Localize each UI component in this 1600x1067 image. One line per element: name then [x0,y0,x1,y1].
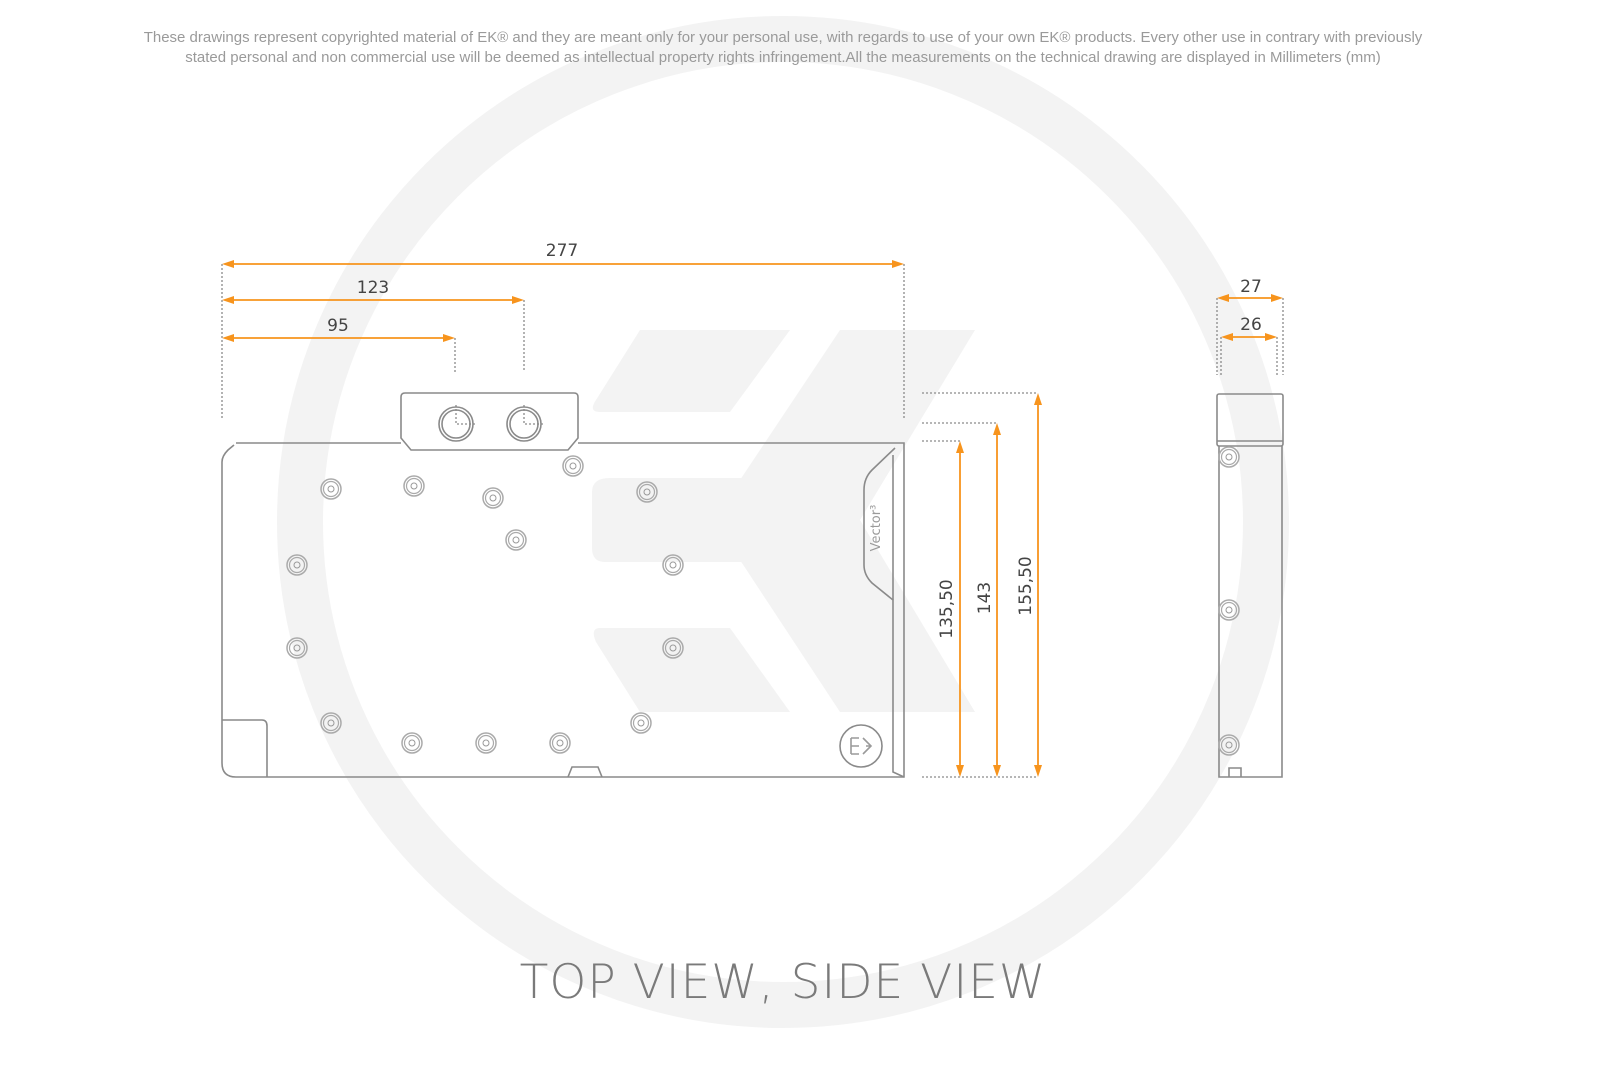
screw-icon [662,637,684,659]
dim-26-label: 26 [1240,315,1262,335]
board-outline [221,442,905,778]
port-2 [506,405,543,442]
watermark-k [732,330,975,712]
screw-icon [286,637,308,659]
dim-155-50: 155,50 [1016,393,1042,777]
dim-277-label: 277 [546,241,578,261]
dim-95: 95 [222,316,455,342]
screw-icon [636,481,658,503]
screw-icon [475,732,497,754]
side-terminal [1216,393,1284,447]
terminal-block [400,392,579,451]
screws [286,455,684,754]
dim-155-50-label: 155,50 [1016,556,1036,615]
screw-icon [320,712,342,734]
screw-icon [401,732,423,754]
screw-icon [505,529,527,551]
screw-icon [320,478,342,500]
side-view: 27 26 [1216,277,1284,778]
screw-icon [403,475,425,497]
screw-icon [1218,446,1240,468]
vector-badge-text: Vector³ [869,505,884,552]
screw-icon [482,487,504,509]
copyright-disclaimer: These drawings represent copyrighted mat… [0,28,1566,68]
screw-icon [562,455,584,477]
dim-123-label: 123 [357,278,389,298]
screw-icon [1218,599,1240,621]
dim-135-50: 135,50 [937,441,964,777]
top-view-dimensions: 277 123 95 135,50 143 155,50 [221,241,1042,778]
screw-icon [630,712,652,734]
corner-block [222,719,268,777]
ek-logo-badge [839,724,883,768]
watermark-e-mid [592,478,760,562]
bottom-notch [567,766,603,778]
watermark-e-bottom [593,628,790,712]
watermark-e-top [592,330,790,412]
ek-watermark [277,16,1289,1028]
screw-icon [286,554,308,576]
dim-26: 26 [1221,315,1277,341]
side-screws [1218,446,1240,756]
disclaimer-line-2: stated personal and non commercial use w… [185,49,1381,66]
dim-135-50-label: 135,50 [937,579,957,638]
view-title: TOP VIEW, SIDE VIEW [519,955,1047,1010]
top-view: Vector³ [221,392,905,778]
dim-27: 27 [1217,277,1283,302]
dim-143-label: 143 [975,582,995,614]
screw-icon [1218,734,1240,756]
port-1 [438,405,475,442]
dim-123: 123 [222,278,524,304]
screw-icon [549,732,571,754]
watermark-ring [277,16,1289,1028]
vector-panel [863,447,905,778]
disclaimer-line-1: These drawings represent copyrighted mat… [143,29,1423,46]
screw-icon [662,554,684,576]
dim-277: 277 [222,241,904,268]
dim-95-label: 95 [327,316,349,336]
dim-27-label: 27 [1240,277,1262,297]
dim-143: 143 [975,423,1001,777]
